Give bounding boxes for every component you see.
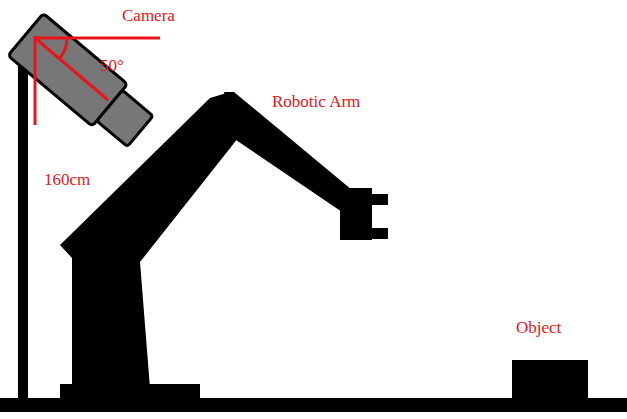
camera — [8, 13, 158, 152]
angle-marks — [35, 36, 160, 125]
label-holder: Robotic Arm — [272, 92, 360, 112]
label-holder: Object — [516, 318, 561, 338]
lower-arm — [60, 92, 246, 388]
camera-label: Camera — [122, 6, 175, 26]
height-label: 160cm — [44, 170, 90, 190]
horizontal-line — [35, 37, 160, 40]
camera-pole — [18, 45, 28, 401]
ground — [0, 398, 627, 412]
object-label: Object — [516, 318, 561, 338]
object-block — [512, 360, 588, 400]
gripper — [340, 188, 372, 240]
label-holder: 50° — [100, 56, 124, 76]
gripper-finger — [370, 228, 388, 239]
gripper-finger — [370, 194, 388, 205]
angle-label: 50° — [100, 56, 124, 76]
arm-label: Robotic Arm — [272, 92, 360, 112]
view-axis — [35, 38, 108, 100]
label-holder: Camera — [122, 6, 175, 26]
arm-base — [60, 384, 200, 400]
vertical-line — [34, 36, 37, 125]
label-holder: 160cm — [44, 170, 90, 190]
robotic-arm — [60, 92, 388, 400]
angle-arc — [59, 38, 67, 59]
